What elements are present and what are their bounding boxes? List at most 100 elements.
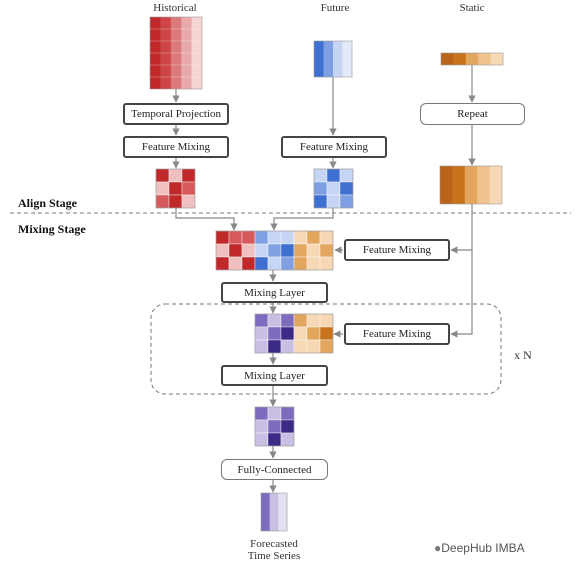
historical-aligned-matrix-cell-0-1 [168, 168, 183, 183]
arrow-hist-aligned-to-concat [175, 208, 238, 231]
mixing-output-matrix-cell-1-1 [267, 419, 282, 434]
static-repeated-matrix-col-0 [440, 166, 453, 204]
arrow-static-to-feature-mixing-1 [450, 204, 473, 254]
concatenated-input-matrix-cell-1-7 [306, 243, 321, 258]
static-repeated-matrix-col-3 [477, 166, 490, 204]
mixing-output-matrix-cell-0-1 [267, 406, 282, 421]
historical-input-matrix-col-0 [150, 17, 161, 89]
concatenated-input-matrix-cell-1-2 [241, 243, 256, 258]
future-aligned-matrix-cell-0-0 [313, 168, 328, 183]
watermark-text: DeepHub IMBA [441, 541, 525, 555]
concatenated-input-matrix-cell-0-6 [293, 230, 308, 245]
watermark: ●​ DeepHub IMBA [434, 541, 525, 555]
fully-connected-box: Fully-Connected [221, 459, 328, 480]
historical-aligned-matrix-cell-0-0 [155, 168, 170, 183]
concatenated-input-matrix-cell-0-8 [319, 230, 334, 245]
mixed-feature-matrix-cell-0-3 [293, 313, 308, 328]
output-label-line1: Forecasted [250, 538, 298, 550]
mixed-feature-matrix-cell-2-2 [280, 339, 295, 354]
historical-header: Historical [153, 2, 197, 14]
historical-input-matrix-col-2 [170, 17, 182, 89]
concatenated-input-matrix-cell-1-6 [293, 243, 308, 258]
future-aligned-matrix-cell-1-1 [326, 181, 341, 196]
mixed-feature-matrix-cell-0-5 [319, 313, 334, 328]
concatenated-input-matrix-cell-1-5 [280, 243, 295, 258]
concatenated-input-matrix-cell-0-5 [280, 230, 295, 245]
mixed-feature-matrix-cell-1-1 [267, 326, 282, 341]
mixed-feature-matrix-cell-1-5 [319, 326, 334, 341]
static-repeated-matrix-col-2 [464, 166, 478, 204]
concatenated-input-matrix-border [215, 230, 334, 271]
concatenated-input-matrix-cell-1-0 [215, 243, 230, 258]
concatenated-input-matrix-cell-2-6 [293, 256, 308, 271]
static-input-matrix-col-1 [453, 53, 467, 65]
forecast-output-matrix-col-0 [261, 493, 270, 531]
mixing-stage-label: Mixing Stage [18, 222, 86, 236]
concatenated-input-matrix-cell-0-3 [254, 230, 269, 245]
mixed-feature-matrix-cell-0-0 [254, 313, 269, 328]
mixed-feature-matrix-cell-1-4 [306, 326, 321, 341]
historical-aligned-matrix-cell-1-1 [168, 181, 183, 196]
feature-mixing-static-box-1: Feature Mixing [344, 239, 450, 261]
arrow-future-aligned-to-concat [270, 208, 334, 231]
static-input-matrix-col-2 [465, 53, 479, 65]
mixed-feature-matrix-cell-2-4 [306, 339, 321, 354]
align-stage-label: Align Stage [18, 196, 78, 210]
mixing-layer-box-2: Mixing Layer [221, 365, 328, 386]
future-header: Future [320, 2, 350, 14]
concatenated-input-matrix-cell-2-4 [267, 256, 282, 271]
mixed-feature-matrix-cell-2-3 [293, 339, 308, 354]
mixed-feature-matrix-cell-2-5 [319, 339, 334, 354]
repeat-box: Repeat [420, 103, 525, 125]
mixing-output-matrix-cell-1-0 [254, 419, 269, 434]
concatenated-input-matrix-cell-2-7 [306, 256, 321, 271]
future-input-matrix-col-1 [323, 41, 334, 77]
concatenated-input-matrix-cell-2-5 [280, 256, 295, 271]
static-input-matrix-col-3 [478, 53, 491, 65]
arrow-static-to-feature-mixing-2 [450, 250, 473, 338]
future-aligned-matrix-cell-0-2 [339, 168, 354, 183]
mixed-feature-matrix-border [254, 313, 334, 354]
concatenated-input-matrix-cell-0-2 [241, 230, 256, 245]
static-repeated-matrix-col-1 [452, 166, 466, 204]
mixing-output-matrix-cell-2-1 [267, 432, 282, 447]
future-input-matrix-col-2 [333, 41, 343, 77]
future-aligned-matrix-cell-0-1 [326, 168, 341, 183]
historical-aligned-matrix-cell-2-1 [168, 194, 183, 209]
mixed-feature-matrix-cell-1-2 [280, 326, 295, 341]
forecast-output-matrix-col-2 [278, 493, 288, 531]
static-repeated-matrix-border [439, 165, 503, 205]
mixed-feature-matrix-cell-1-3 [293, 326, 308, 341]
mixing-output-matrix-cell-1-2 [280, 419, 295, 434]
historical-aligned-matrix-cell-0-2 [181, 168, 196, 183]
concatenated-input-matrix-cell-2-8 [319, 256, 334, 271]
mixing-output-matrix-cell-0-2 [280, 406, 295, 421]
static-input-matrix-col-4 [490, 53, 504, 65]
future-aligned-matrix-cell-2-0 [313, 194, 328, 209]
historical-input-matrix-col-4 [191, 17, 203, 89]
mixed-feature-matrix-cell-1-0 [254, 326, 269, 341]
historical-aligned-matrix-cell-1-2 [181, 181, 196, 196]
mixing-output-matrix-cell-0-0 [254, 406, 269, 421]
concatenated-input-matrix-cell-2-0 [215, 256, 230, 271]
concatenated-input-matrix-cell-0-7 [306, 230, 321, 245]
mixed-feature-matrix-cell-0-1 [267, 313, 282, 328]
static-input-matrix-col-0 [441, 53, 454, 65]
feature-mixing-historical-box: Feature Mixing [123, 136, 229, 158]
future-aligned-matrix-cell-1-2 [339, 181, 354, 196]
concatenated-input-matrix-cell-2-3 [254, 256, 269, 271]
historical-input-matrix-col-3 [181, 17, 192, 89]
concatenated-input-matrix-cell-2-2 [241, 256, 256, 271]
mixed-feature-matrix-cell-0-4 [306, 313, 321, 328]
concatenated-input-matrix-cell-1-3 [254, 243, 269, 258]
concatenated-input-matrix-cell-1-8 [319, 243, 334, 258]
repeat-group-dashed-box [150, 303, 502, 395]
forecast-output-matrix-border [260, 492, 288, 532]
future-input-matrix-col-0 [314, 41, 324, 77]
mixed-feature-matrix-cell-2-0 [254, 339, 269, 354]
historical-aligned-matrix-cell-2-2 [181, 194, 196, 209]
future-aligned-matrix-cell-2-1 [326, 194, 341, 209]
concatenated-input-matrix-cell-0-4 [267, 230, 282, 245]
future-input-matrix-col-3 [342, 41, 353, 77]
